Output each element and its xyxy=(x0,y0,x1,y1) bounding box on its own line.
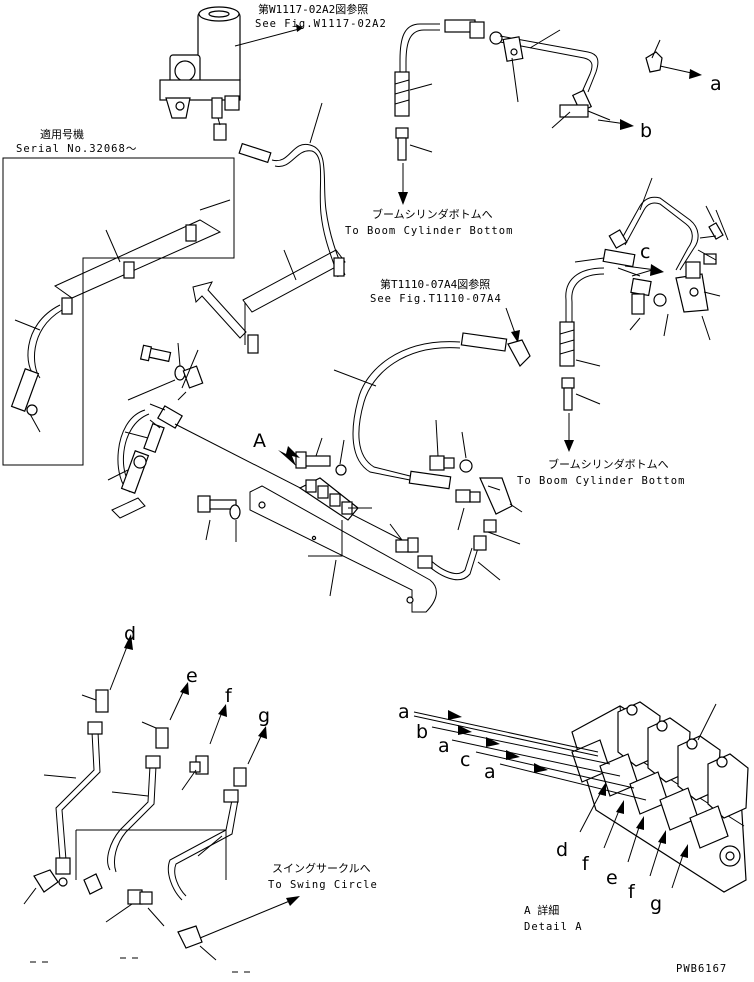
label-c-top: c xyxy=(640,241,650,263)
leader-top-ref xyxy=(234,27,304,47)
detail-label-e: e xyxy=(606,867,618,889)
detail-title-en: Detail A xyxy=(524,921,583,933)
serial-en: Serial No.32068～ xyxy=(16,143,137,155)
label-A: A xyxy=(253,430,266,452)
detail-label-c: c xyxy=(460,749,470,771)
detail-label-a1: a xyxy=(398,701,410,723)
detail-label-f2: f xyxy=(628,881,636,903)
mid-left-fittings xyxy=(107,342,204,519)
mid-hose xyxy=(333,332,531,490)
right-pipe-assembly xyxy=(559,177,729,452)
swing-en: To Swing Circle xyxy=(268,879,378,891)
arrow-a-top xyxy=(645,39,702,79)
solenoid-valve-unit xyxy=(159,6,241,141)
clamp-bracket-main xyxy=(242,249,346,354)
boom1-jp: ブームシリンダボトムへ xyxy=(372,207,493,221)
detail-label-a2: a xyxy=(438,735,450,757)
arrow-b-top xyxy=(597,119,634,130)
boom2-jp: ブームシリンダボトムへ xyxy=(548,457,669,471)
boom2-en: To Boom Cylinder Bottom xyxy=(517,475,685,487)
detail-label-a3: a xyxy=(484,761,496,783)
top-ref-jp: 第W1117-02A2図参照 xyxy=(258,2,368,16)
boom1-en: To Boom Cylinder Bottom xyxy=(345,225,513,237)
label-b-top: b xyxy=(640,120,652,142)
top-ref-en: See Fig.W1117-02A2 xyxy=(255,18,387,30)
serial-jp: 適用号機 xyxy=(40,127,84,141)
label-d: d xyxy=(124,623,136,645)
label-f: f xyxy=(225,685,233,707)
mid-ref-en: See Fig.T1110-07A4 xyxy=(370,293,502,305)
detail-A-arrows xyxy=(413,710,688,889)
detail-label-d: d xyxy=(556,839,568,861)
top-right-pipe xyxy=(394,19,611,205)
view-A-arrow xyxy=(278,446,300,466)
detail-A-valve-block xyxy=(571,701,749,893)
leader-long xyxy=(174,423,403,541)
view-arrow xyxy=(192,281,247,339)
detail-label-f1: f xyxy=(582,853,590,875)
detail-label-g: g xyxy=(650,893,662,915)
mid-ref-jp: 第T1110-07A4図参照 xyxy=(380,277,490,291)
manifold-block xyxy=(249,477,437,613)
label-a-top: a xyxy=(710,73,722,95)
manifold-fasteners xyxy=(197,419,523,542)
drawing-number: PWB6167 xyxy=(676,963,727,975)
label-e: e xyxy=(186,665,198,687)
swing-jp: スイングサークルへ xyxy=(272,861,371,875)
leader-hose xyxy=(309,102,323,144)
detail-title-jp: A 詳細 xyxy=(524,903,559,917)
label-g: g xyxy=(258,705,270,727)
pilot-hose-top xyxy=(238,142,346,278)
lower-pipes xyxy=(23,634,300,973)
pipe-to-swing xyxy=(389,519,521,581)
serial-inset-box xyxy=(2,157,235,466)
detail-label-b: b xyxy=(416,721,428,743)
